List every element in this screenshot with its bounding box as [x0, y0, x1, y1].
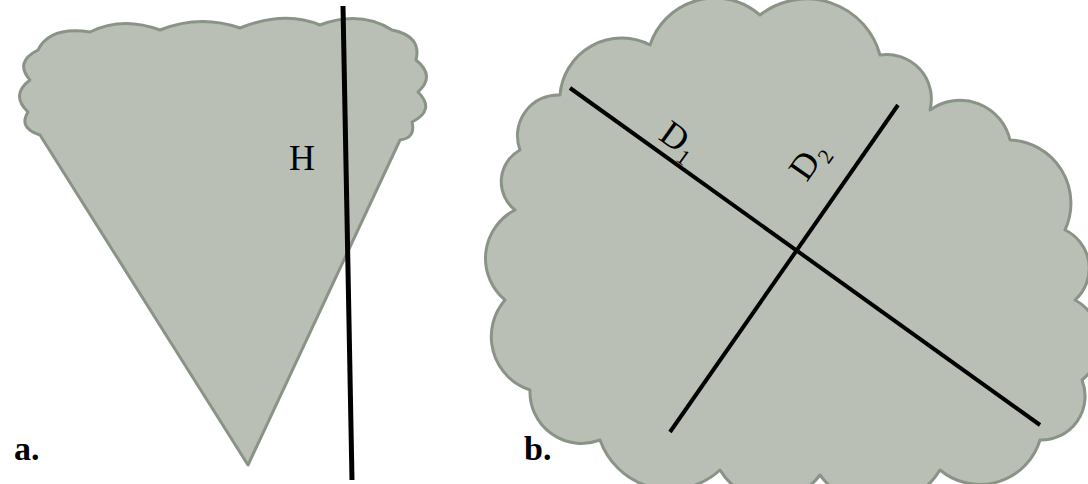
cone-crown [19, 18, 426, 465]
dimension-label: H [289, 140, 315, 176]
panel-letter: b. [524, 432, 551, 466]
height-line [343, 6, 352, 480]
diameter-line [670, 105, 898, 432]
panel-letter: a. [14, 432, 40, 466]
diameter-line [570, 88, 1040, 425]
round-crown [485, 0, 1088, 484]
